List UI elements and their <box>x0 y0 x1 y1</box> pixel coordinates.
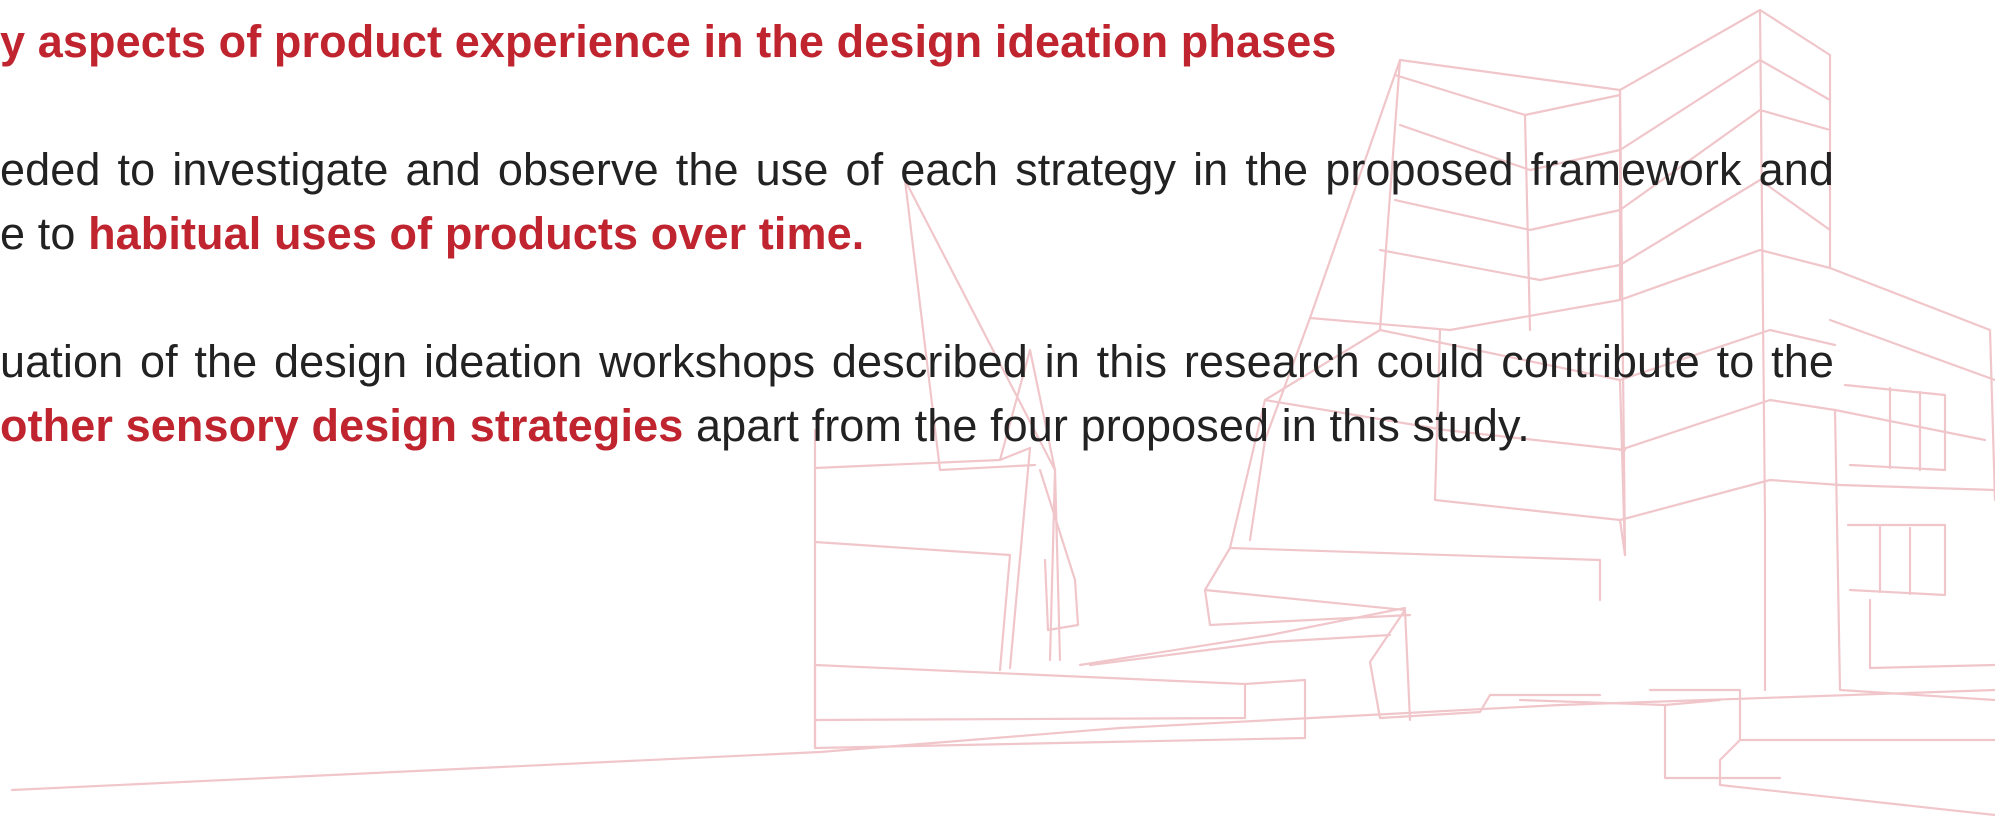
emphasis-text: other sensory design strategies <box>0 400 684 451</box>
emphasis-text: y aspects of product experience in the d… <box>0 16 1337 67</box>
body-text: uation of the design ideation workshops … <box>0 336 1834 387</box>
emphasis-text: habitual uses of products over time. <box>88 208 865 259</box>
paragraph-3-line-1: uation of the design ideation workshops … <box>0 330 1834 393</box>
body-text: eded to investigate and observe the use … <box>0 144 1834 195</box>
body-text: e to <box>0 208 89 259</box>
paragraph-1-line-1: y aspects of product experience in the d… <box>0 10 1336 73</box>
body-text: apart from the four proposed in this stu… <box>683 400 1530 451</box>
paragraph-3-line-2: other sensory design strategies apart fr… <box>0 394 1530 457</box>
paragraph-2-line-2: e to habitual uses of products over time… <box>0 202 864 265</box>
paragraph-2-line-1: eded to investigate and observe the use … <box>0 138 1834 201</box>
